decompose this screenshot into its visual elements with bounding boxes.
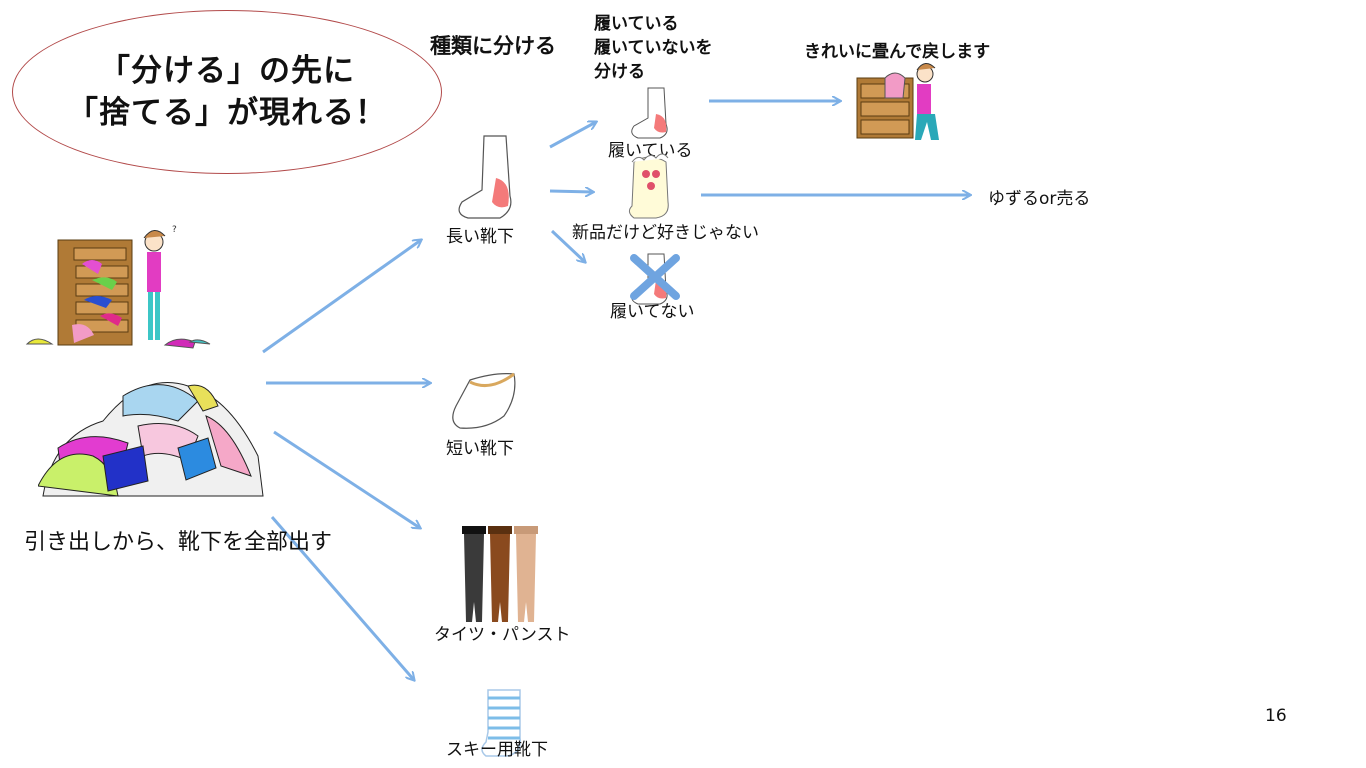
headline-line-2: 「捨てる」が現れる！ [67, 95, 387, 131]
page-number: 16 [1265, 706, 1287, 726]
sub-header-line-3: 分ける [594, 62, 645, 82]
wearing-sock-icon [631, 87, 668, 139]
arrow-to-ski-socks [270, 516, 414, 680]
sub-header-line-2: 履いていないを [594, 38, 713, 58]
category-tights: タイツ・パンスト [434, 625, 571, 645]
sub-header: 履いている 履いていないを 分ける [594, 12, 713, 84]
arrow-to-new-dislike [549, 191, 593, 192]
ski-sock-icon [481, 689, 521, 757]
arrow-to-not-wearing [550, 229, 585, 262]
headline-ellipse: 「分ける」の先に 「捨てる」が現れる！ [12, 10, 442, 174]
headline-line-1: 「分ける」の先に [99, 53, 355, 89]
fold-label: きれいに畳んで戻します [804, 42, 991, 62]
category-short-socks: 短い靴下 [446, 439, 514, 459]
folding-woman-icon [856, 63, 939, 140]
category-long-socks: 長い靴下 [446, 227, 514, 247]
arrow-to-tights [273, 430, 420, 528]
sub-header-line-1: 履いている [594, 14, 679, 34]
cross-icon [630, 254, 680, 300]
long-sock-icon [458, 135, 512, 219]
arrow-to-wearing [549, 122, 596, 149]
svg-text:?: ? [172, 225, 177, 235]
new-dislike-sock-icon [628, 153, 669, 219]
arrow-to-long-socks [262, 240, 421, 354]
start-caption: 引き出しから、靴下を全部出す [24, 530, 333, 555]
give-away-label: ゆずるor売る [988, 189, 1091, 209]
column-header: 種類に分ける [430, 34, 556, 58]
sorting-not-wearing: 履いてない [610, 302, 695, 322]
drawer-woman-icon: ? [25, 225, 211, 349]
sorting-new-dislike: 新品だけど好きじゃない [572, 223, 759, 243]
sock-pile-icon [38, 382, 264, 497]
tights-icon [462, 526, 538, 622]
short-sock-icon [452, 372, 516, 429]
sorting-wearing: 履いている [608, 141, 693, 161]
category-ski-socks: スキー用靴下 [446, 740, 548, 760]
